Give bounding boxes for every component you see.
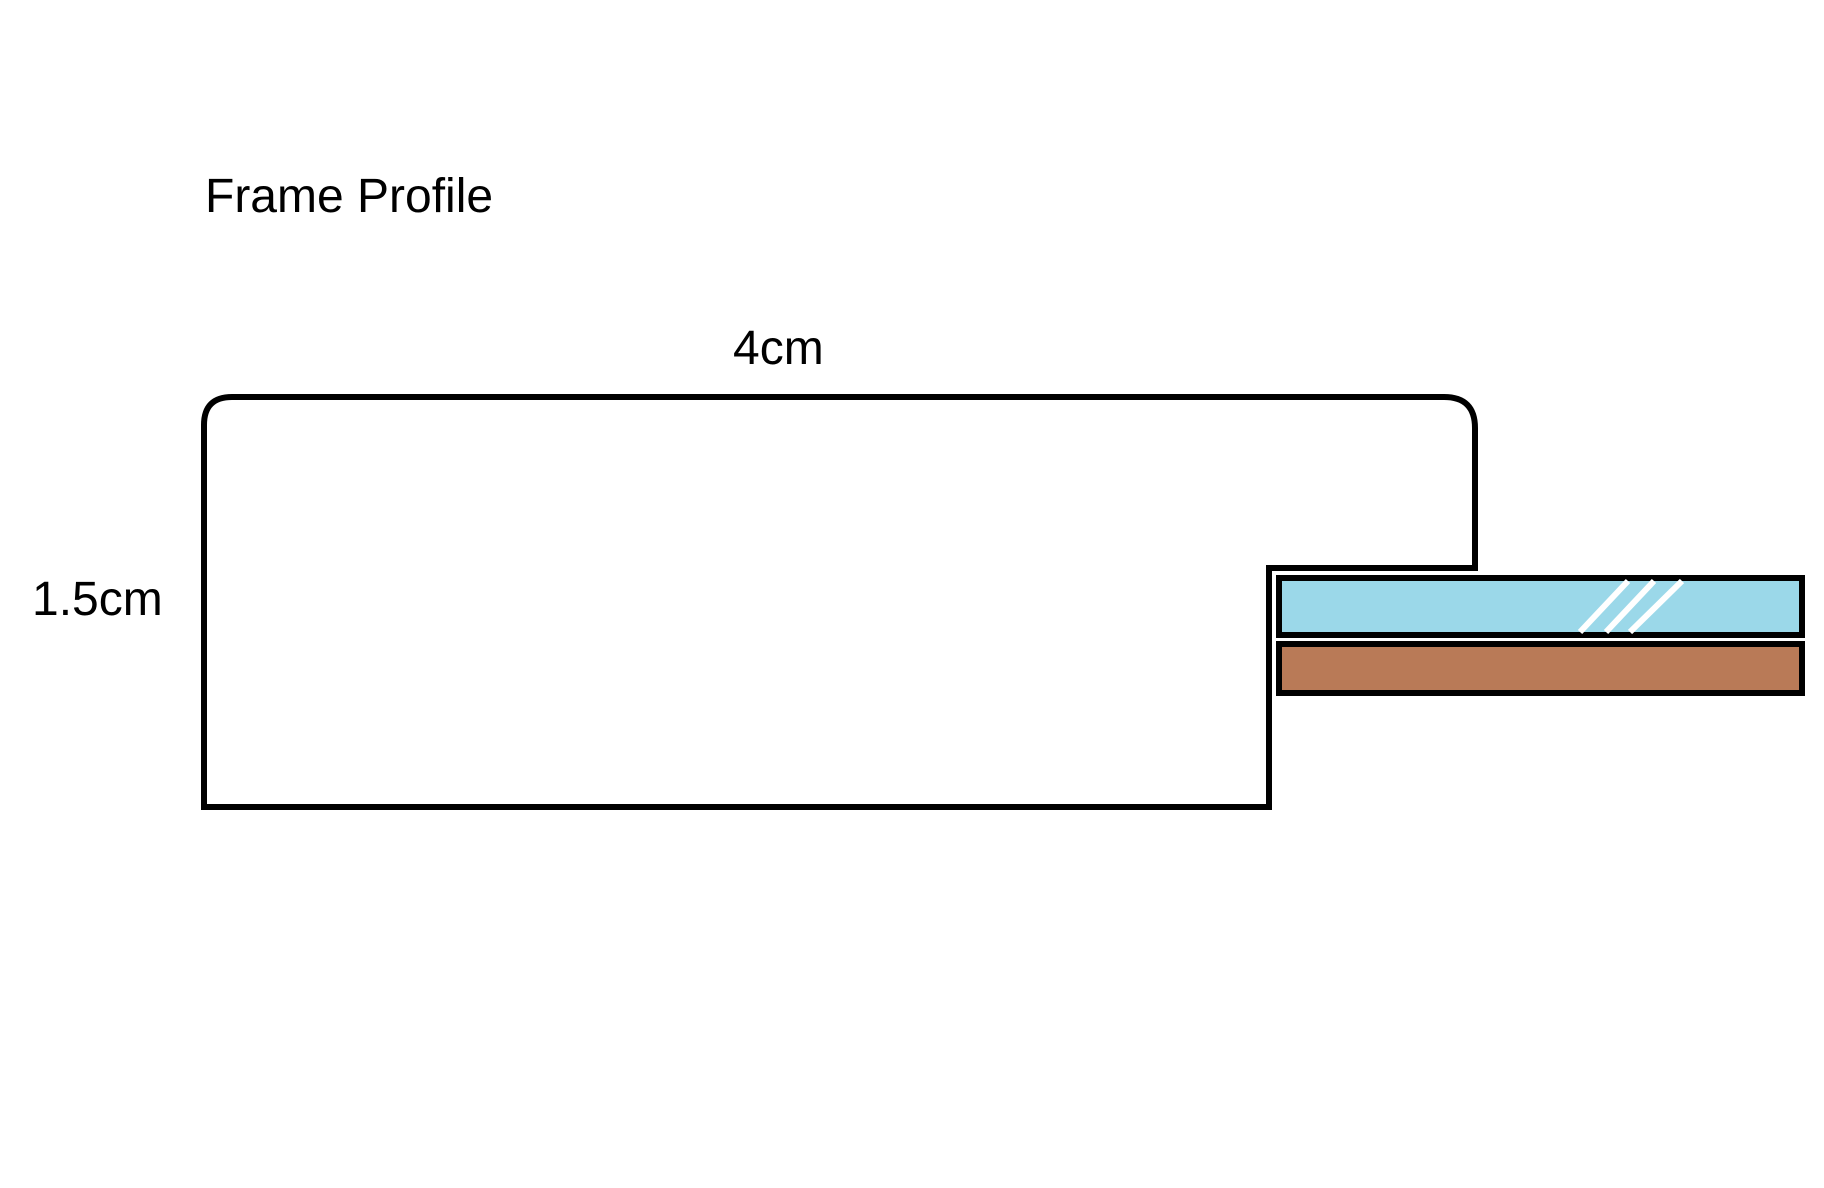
glass-reflection-icon <box>1577 578 1685 635</box>
backing-board-layer <box>1276 641 1805 696</box>
frame-moulding-profile <box>201 394 1478 810</box>
width-dimension-label: 4cm <box>733 322 824 375</box>
height-dimension-label: 1.5cm <box>32 573 163 626</box>
diagram-title: Frame Profile <box>205 170 493 223</box>
glass-layer <box>1276 575 1805 638</box>
